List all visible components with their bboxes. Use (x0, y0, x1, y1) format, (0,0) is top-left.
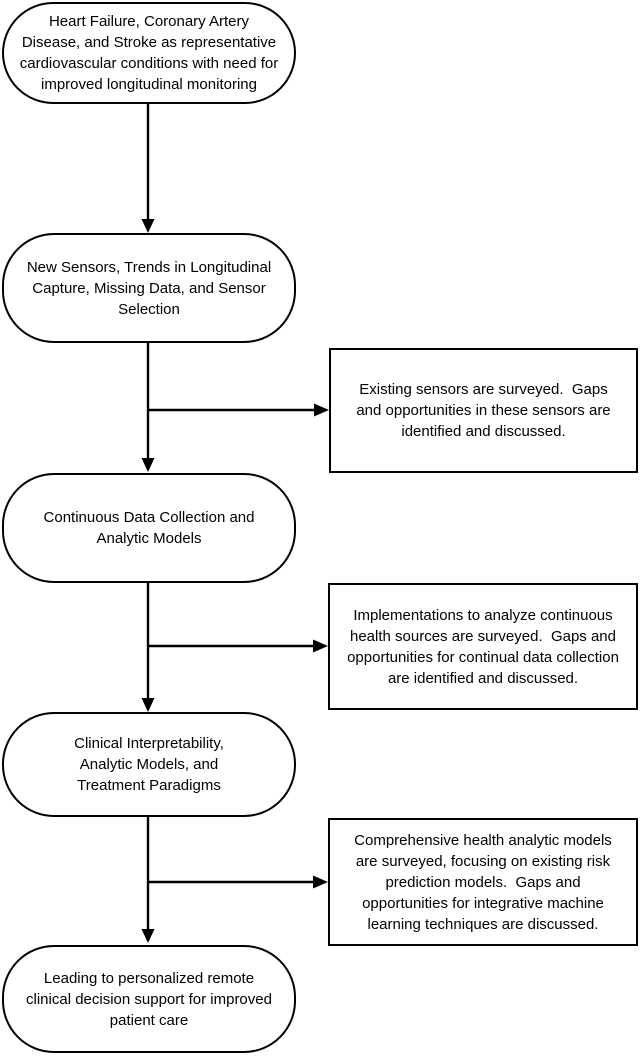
annotation-text-line: Implementations to analyze continuous (353, 606, 613, 624)
node-text-line: Leading to personalized remote (43, 969, 255, 987)
node-text-line: Analytic Models (96, 530, 202, 547)
edge-down-2-arrowhead-icon (141, 458, 155, 472)
annotation-implementations-note: Implementations to analyze continuous he… (328, 583, 638, 710)
edge-down-3-arrowhead-icon (141, 698, 155, 712)
node-text-line: patient care (109, 1011, 189, 1029)
edge-down-1-arrowhead-icon (141, 219, 155, 233)
annotation-existing-sensors-note: Existing sensors are surveyed. Gaps and … (329, 348, 638, 473)
node-text-line: Continuous Data Collection and (43, 509, 255, 526)
node-text-line: Disease, and Stroke as representative (21, 34, 277, 51)
annotation-text-line: Existing sensors are surveyed. Gaps (359, 381, 608, 398)
node-text-line: Clinical Interpretability, (74, 735, 224, 752)
annotation-text-line: Comprehensive health analytic models (354, 831, 612, 849)
annotation-text-line: prediction models. Gaps and (385, 873, 581, 891)
flow-node-continuous-data-collection: Continuous Data Collection and Analytic … (2, 473, 296, 583)
annotation-text-line: health sources are surveyed. Gaps and (350, 627, 616, 645)
annotation-text-line: learning techniques are discussed. (367, 915, 599, 933)
annotation-text-line: are surveyed, focusing on existing risk (355, 852, 611, 870)
edge-down-4-arrowhead-icon (141, 929, 155, 943)
node-text-line: cardiovascular conditions with need for (19, 55, 279, 72)
node-text-line: Capture, Missing Data, and Sensor (32, 279, 266, 297)
annotation-analytic-models-note: Comprehensive health analytic models are… (328, 818, 638, 946)
annotation-text-line: and opportunities in these sensors are (356, 402, 611, 419)
node-text-line: Heart Failure, Coronary Artery (48, 13, 250, 30)
flow-node-sensors-trends: New Sensors, Trends in Longitudinal Capt… (2, 233, 296, 343)
edge-right-3-arrowhead-icon (313, 875, 328, 889)
node-text-line: clinical decision support for improved (26, 990, 272, 1008)
flow-node-personalized-support: Leading to personalized remote clinical … (2, 945, 296, 1053)
annotation-text-line: opportunities for integrative machine (362, 894, 604, 912)
node-text-line: improved longitudinal monitoring (41, 76, 257, 93)
annotation-text-line: identified and discussed. (401, 423, 566, 440)
node-text-line: New Sensors, Trends in Longitudinal (26, 258, 272, 276)
node-text-line: Analytic Models, and (79, 756, 219, 773)
annotation-text-line: opportunities for continual data collect… (347, 648, 619, 666)
flow-node-clinical-interpretability: Clinical Interpretability, Analytic Mode… (2, 712, 296, 817)
edge-right-1-arrowhead-icon (314, 403, 329, 417)
edge-right-2-arrowhead-icon (313, 639, 328, 653)
flow-node-cardiovascular-conditions: Heart Failure, Coronary Artery Disease, … (2, 2, 296, 104)
node-text-line: Treatment Paradigms (77, 777, 221, 794)
annotation-text-line: are identified and discussed. (387, 669, 579, 687)
node-text-line: Selection (118, 300, 180, 318)
